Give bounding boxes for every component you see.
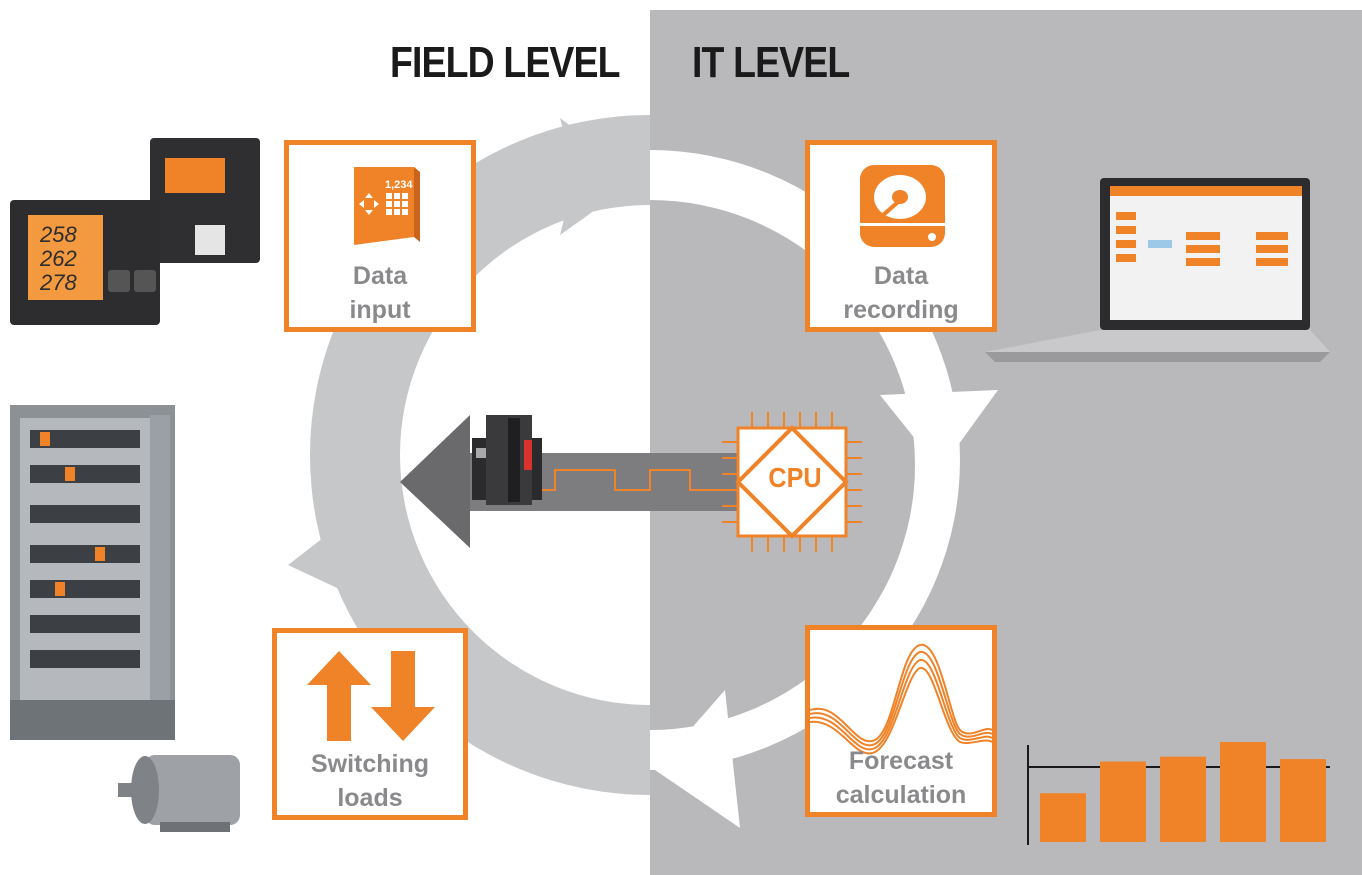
bar-chart-bar bbox=[1160, 756, 1206, 842]
bar-chart-bar bbox=[1100, 761, 1146, 842]
step-forecast-calculation-label: Forecast calculation bbox=[835, 747, 967, 809]
step-forecast-calculation: Forecast calculation bbox=[805, 625, 997, 817]
step-switching-loads: Switching loads bbox=[272, 628, 468, 820]
electric-motor-image bbox=[118, 755, 240, 832]
control-arrow-head bbox=[400, 415, 470, 548]
bar-chart-bar bbox=[1040, 793, 1086, 842]
keypad-data-icon: 1,234 bbox=[354, 167, 420, 245]
it-level-heading: IT LEVEL bbox=[692, 38, 850, 87]
step-data-input-label: Data input bbox=[349, 262, 411, 324]
hard-drive-icon bbox=[860, 165, 945, 247]
field-level-heading: FIELD LEVEL bbox=[390, 38, 620, 87]
cycle-arrowhead-top bbox=[560, 118, 640, 235]
io-module-image bbox=[472, 415, 542, 505]
laptop-image bbox=[985, 178, 1330, 362]
power-meter-image: 258 262 278 bbox=[10, 138, 260, 325]
cycle-arrowhead-right bbox=[880, 390, 998, 470]
meter-display-value: 278 bbox=[39, 270, 77, 295]
step-data-recording: Data recording bbox=[805, 140, 997, 332]
bar-chart-bar bbox=[1220, 742, 1266, 842]
meter-display-value: 262 bbox=[39, 246, 77, 271]
cpu-label: CPU bbox=[768, 462, 822, 493]
control-cabinet-image bbox=[10, 405, 175, 740]
step-switching-loads-label: Switching loads bbox=[310, 750, 430, 812]
keypad-number-text: 1,234 bbox=[385, 179, 413, 191]
cycle-arrowhead-left bbox=[288, 500, 372, 595]
signal-square-wave bbox=[520, 469, 725, 491]
bar-chart-bar bbox=[1280, 759, 1326, 842]
step-data-input: 1,234 Data input bbox=[284, 140, 476, 332]
step-data-recording-label: Data recording bbox=[843, 262, 959, 324]
cycle-arrowhead-bottom bbox=[655, 690, 740, 828]
bar-chart-graphic bbox=[1040, 742, 1326, 842]
cpu-chip-icon bbox=[722, 412, 862, 552]
meter-display-value: 258 bbox=[39, 222, 77, 247]
up-down-arrows-icon bbox=[307, 651, 435, 741]
forecast-waves-icon bbox=[810, 643, 992, 755]
